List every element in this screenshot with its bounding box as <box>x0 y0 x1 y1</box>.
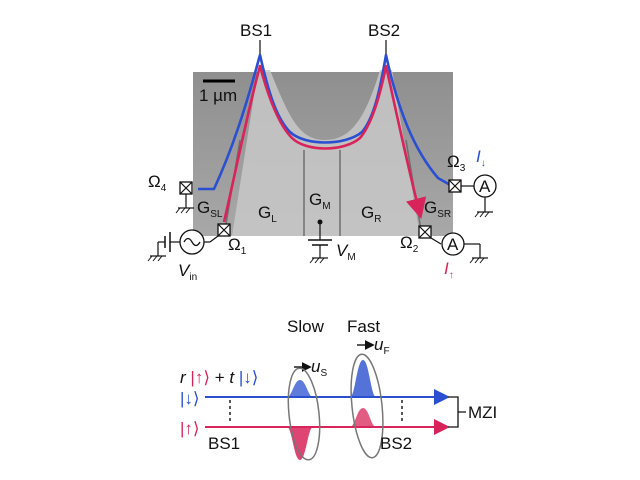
us-label: uS <box>311 357 327 379</box>
slow-wavepacket-up <box>287 427 313 460</box>
spin-up-edge-channel <box>222 64 427 223</box>
ammeter-up-label: A <box>447 235 459 254</box>
ohmic-contacts: Ω4 Ω1 Ω3 Ω2 <box>148 152 466 257</box>
ammeter-down-label: A <box>479 177 491 196</box>
slow-label: Slow <box>287 317 325 336</box>
ammeter-down: A <box>461 174 497 218</box>
spin-down-edge-channel <box>198 53 453 191</box>
mzi-label: MZI <box>468 403 497 422</box>
gate-gm-label: GM <box>309 190 331 212</box>
gate-voltage-vm <box>308 219 332 264</box>
spin-rotation-ellipse-fast <box>350 353 384 459</box>
scale-bar-label: 1 µm <box>199 86 237 105</box>
contact-omega3 <box>448 179 462 193</box>
mzi-schematic: Slow Fast uS uF r |↑⟩ + t |↓⟩ |↓⟩ |↑⟩ <box>180 317 497 461</box>
bs2-label: BS2 <box>368 21 400 40</box>
omega3-label: Ω3 <box>447 152 466 174</box>
spin-rotation-ellipse-slow <box>287 367 321 461</box>
uf-label: uF <box>374 335 390 357</box>
omega4-label: Ω4 <box>148 172 167 194</box>
omega2-label: Ω2 <box>400 233 419 255</box>
gate-gsr-label: GSR <box>424 198 451 220</box>
contact-omega2 <box>418 225 432 239</box>
edge-channels <box>198 53 453 223</box>
bs1-label: BS1 <box>240 21 272 40</box>
bs1-bottom-label: BS1 <box>208 434 240 453</box>
gate-labels: GSL GL GM GR GSR <box>197 190 451 225</box>
vm-label: VM <box>336 241 356 263</box>
gate-gsl-label: GSL <box>197 198 223 220</box>
ammeter-up: A <box>430 232 488 264</box>
ac-voltage-source <box>147 229 219 262</box>
current-down-label: I↓ <box>476 147 486 169</box>
vin-label: Vin <box>178 261 197 283</box>
fast-wavepacket-down <box>350 360 376 397</box>
gate-gr-label: GR <box>361 203 381 225</box>
mzi-bracket <box>448 396 466 428</box>
contact-omega4 <box>175 181 194 214</box>
channel-down-label: |↓⟩ <box>180 389 200 408</box>
current-up-label: I↑ <box>444 259 454 281</box>
contact-omega1 <box>217 223 231 237</box>
gate-gl-label: GL <box>258 203 277 225</box>
bs2-bottom-label: BS2 <box>380 434 412 453</box>
beam-splitter-labels: BS1 BS2 <box>240 21 400 54</box>
slow-wavepacket-down <box>287 380 313 397</box>
omega1-label: Ω1 <box>228 235 247 257</box>
fast-wavepacket-up <box>350 408 376 427</box>
state-superposition: r |↑⟩ + t |↓⟩ <box>180 368 258 387</box>
channel-up-label: |↑⟩ <box>180 419 200 438</box>
fast-label: Fast <box>347 317 380 336</box>
